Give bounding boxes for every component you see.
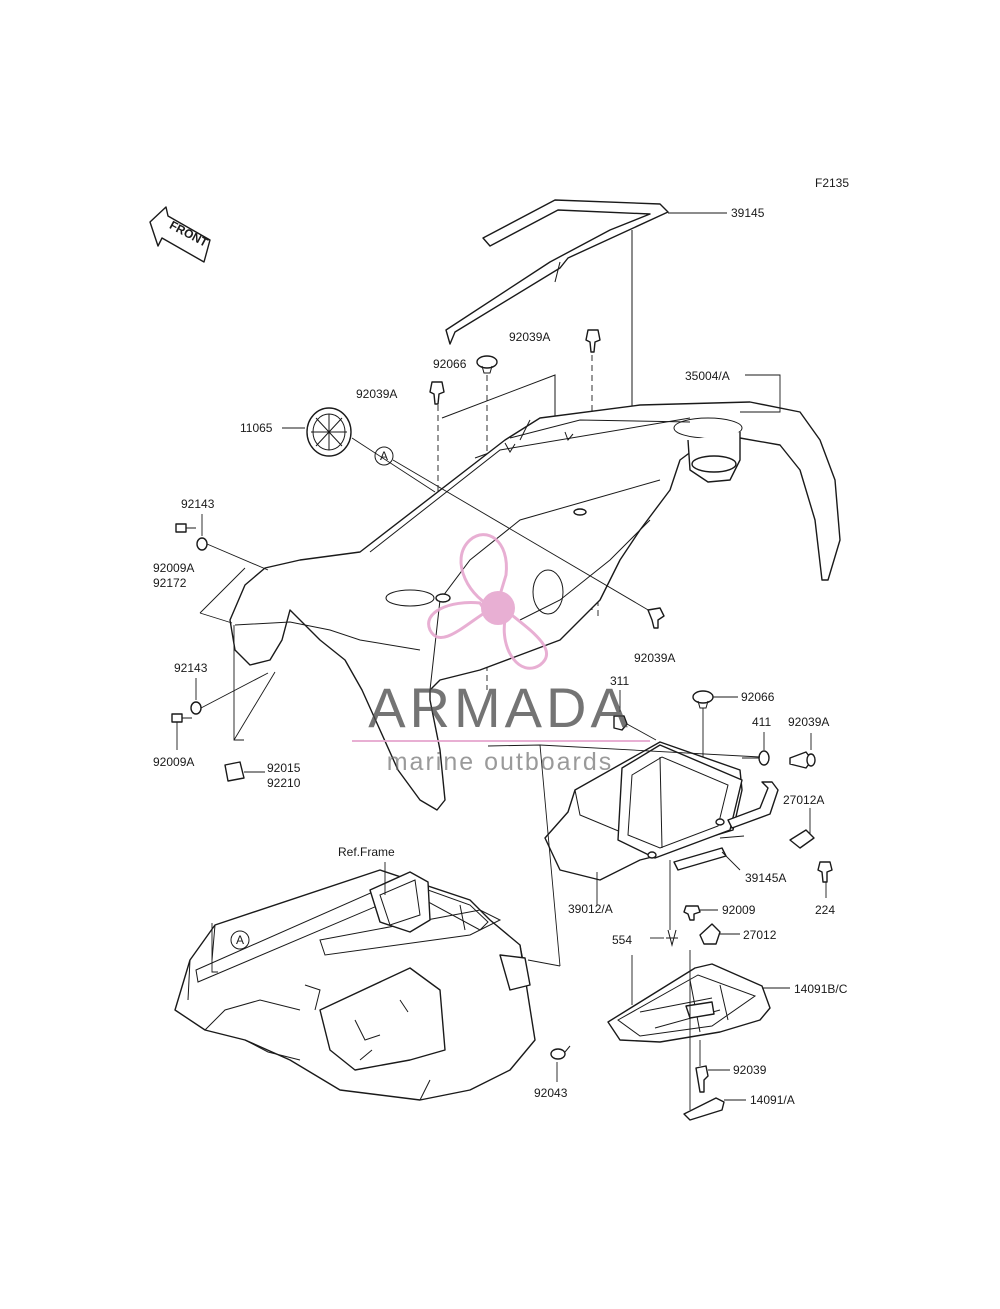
- washer-92143-icon: [190, 701, 202, 715]
- part-label-92009a: 92009A: [153, 755, 194, 769]
- part-label-27012a: 27012A: [783, 793, 824, 807]
- lid-14091bc: [607, 963, 771, 1043]
- propeller-logo-icon: [427, 533, 548, 670]
- part-label-92143: 92143: [181, 497, 215, 511]
- clip-nut-92015-icon: [224, 761, 245, 782]
- part-label-39012: 39012/A: [568, 902, 613, 916]
- callout-a-circle: [230, 930, 250, 950]
- screw-224-icon: [817, 861, 833, 883]
- bolt-92009a-icon: [171, 713, 192, 723]
- cover-11065-icon: [306, 407, 352, 457]
- rear-fender-35004: [229, 401, 841, 811]
- bolt-92009a-icon: [175, 523, 196, 533]
- part-label-92039a: 92039A: [356, 387, 397, 401]
- washer-92143-icon: [196, 537, 208, 551]
- part-label-224: 224: [815, 903, 835, 917]
- rivet-92043-icon: [550, 1045, 571, 1060]
- front-arrow-icon: FRONT: [149, 206, 211, 263]
- part-label-311: 311: [610, 674, 629, 688]
- diagram-code: F2135: [815, 176, 849, 190]
- pin-554-icon: [666, 929, 678, 947]
- part-label-92143: 92143: [174, 661, 208, 675]
- clip-92039a-icon: [789, 751, 816, 769]
- watermark-title: ARMADA: [368, 676, 632, 739]
- callout-a-circle: [374, 446, 394, 466]
- seal-strip-39145: [445, 199, 669, 345]
- part-label-92015: 92015: [267, 761, 301, 775]
- part-label-14091bc: 14091B/C: [794, 982, 848, 996]
- part-label-39145a: 39145A: [745, 871, 786, 885]
- part-label-92039a: 92039A: [634, 651, 675, 665]
- part-label-92009a: 92009A: [153, 561, 194, 575]
- part-label-39145: 39145: [731, 206, 765, 220]
- clip-92039-icon: [695, 1065, 709, 1093]
- part-label-27012: 27012: [743, 928, 777, 942]
- part-label-35004: 35004/A: [685, 369, 730, 383]
- part-label-92039a: 92039A: [509, 330, 550, 344]
- bolt-92009-icon: [683, 905, 701, 921]
- watermark-subtitle: marine outboards: [387, 748, 614, 776]
- part-label-14091a: 14091/A: [750, 1093, 795, 1107]
- storage-box-39012: [544, 741, 743, 881]
- part-label-92039: 92039: [733, 1063, 767, 1077]
- latch-27012a-icon: [789, 829, 815, 849]
- armada-watermark: ARMADA marine outboards: [352, 533, 650, 776]
- part-label-92066: 92066: [741, 690, 775, 704]
- part-label-554: 554: [612, 933, 632, 947]
- part-label-411: 411: [752, 715, 771, 729]
- part-label-92210: 92210: [267, 776, 301, 790]
- cap-92066-icon: [692, 690, 714, 709]
- part-label-92066: 92066: [433, 357, 467, 371]
- reference-frame: [174, 869, 536, 1101]
- callout-a-bottom: A: [236, 933, 244, 947]
- latch-27012-icon: [699, 923, 721, 945]
- ref-frame-label: Ref.Frame: [338, 845, 395, 859]
- part-label-92009: 92009: [722, 903, 756, 917]
- clip-92039a-icon: [585, 329, 601, 353]
- clip-92039a-icon: [647, 607, 665, 629]
- part-label-92172: 92172: [153, 576, 187, 590]
- clip-92039a-icon: [429, 381, 445, 405]
- part-label-11065: 11065: [240, 421, 273, 435]
- cap-92066-icon: [476, 355, 498, 374]
- part-label-92043: 92043: [534, 1086, 568, 1100]
- washer-411-icon: [758, 750, 770, 766]
- callout-a: A: [380, 449, 388, 463]
- part-label-92039a: 92039A: [788, 715, 829, 729]
- nut-311-icon: [613, 715, 628, 731]
- hinge-14091a-icon: [683, 1097, 725, 1121]
